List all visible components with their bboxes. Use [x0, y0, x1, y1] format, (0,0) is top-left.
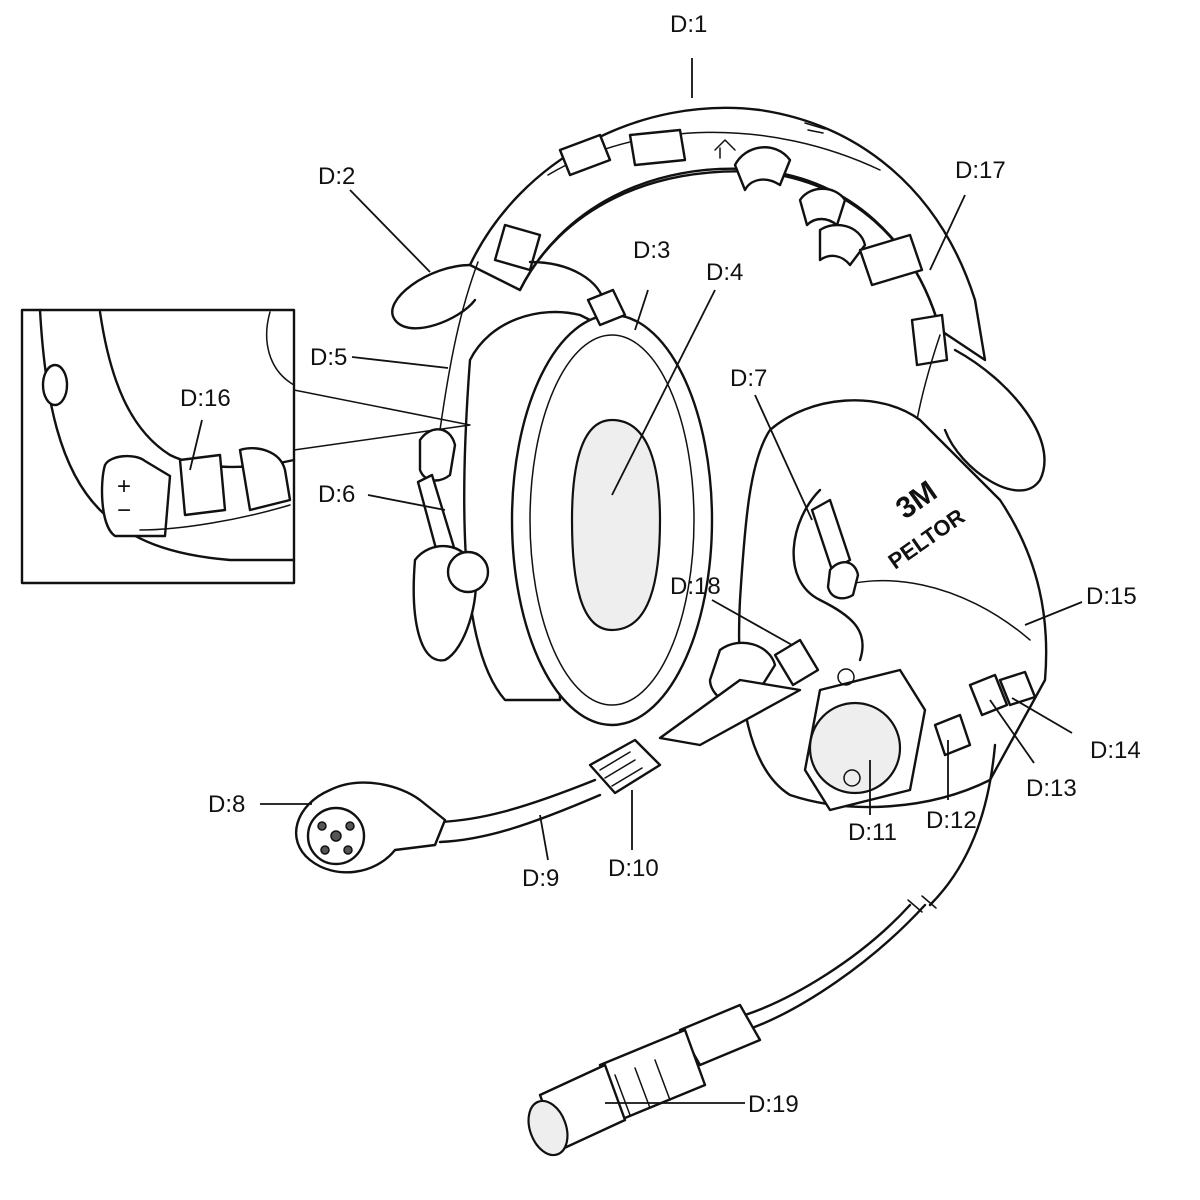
- label-d15: D:15: [1086, 583, 1137, 610]
- battery-cap: [808, 701, 902, 795]
- leader-d17: [929, 194, 966, 271]
- inset-pointer: [293, 389, 471, 451]
- label-d3: D:3: [633, 237, 670, 264]
- cushion-opening: [570, 418, 662, 632]
- leader-d2: [349, 189, 431, 273]
- label-d14: D:14: [1090, 737, 1141, 764]
- inset-button-d16: [178, 453, 227, 517]
- label-d9: D:9: [522, 865, 559, 892]
- label-d18: D:18: [670, 573, 721, 600]
- label-d12: D:12: [926, 807, 977, 834]
- connector-face: [527, 1099, 569, 1157]
- leader-d15: [1024, 601, 1083, 626]
- label-d6: D:6: [318, 481, 355, 508]
- leader-d6: [367, 494, 446, 511]
- label-d10: D:10: [608, 855, 659, 882]
- left-ear-cup: [463, 288, 714, 727]
- label-d8: D:8: [208, 791, 245, 818]
- leader-d14: [1011, 697, 1073, 734]
- label-d17: D:17: [955, 157, 1006, 184]
- label-d13: D:13: [1026, 775, 1077, 802]
- label-d4: D:4: [706, 259, 743, 286]
- leader-d4: [611, 289, 716, 496]
- button-d14: [998, 670, 1037, 707]
- inset-knob: [41, 363, 69, 407]
- leader-d18: [711, 599, 793, 646]
- leader-d5: [351, 356, 449, 369]
- right-ear-cup: 3M PELTOR: [708, 399, 1048, 812]
- microphone-boom: [294, 678, 802, 874]
- leader-lines: [189, 58, 1083, 1104]
- leader-d7: [754, 394, 813, 521]
- headband: [468, 106, 987, 367]
- button-d13: [968, 673, 1009, 717]
- label-d2: D:2: [318, 163, 355, 190]
- down-cable: [527, 743, 997, 1157]
- callout-labels: D:1 D:2 D:3 D:4 D:5 D:6 D:7 D:8 D:9 D:10…: [180, 11, 1141, 1118]
- label-d7: D:7: [730, 365, 767, 392]
- volume-rocker: [100, 454, 172, 538]
- boom-mount-left: [412, 428, 490, 662]
- inset-plus: +: [117, 473, 131, 500]
- leader-d13: [989, 699, 1035, 764]
- label-d5: D:5: [310, 344, 347, 371]
- button-d12: [933, 713, 972, 757]
- inset-minus: −: [117, 497, 131, 524]
- inset-detail: + −: [20, 308, 471, 585]
- label-d1: D:1: [670, 11, 707, 38]
- label-d19: D:19: [748, 1091, 799, 1118]
- leader-d16: [189, 419, 203, 471]
- label-d11: D:11: [848, 819, 897, 846]
- label-d16: D:16: [180, 385, 231, 412]
- leader-d3: [634, 289, 649, 331]
- leader-d9: [539, 814, 549, 861]
